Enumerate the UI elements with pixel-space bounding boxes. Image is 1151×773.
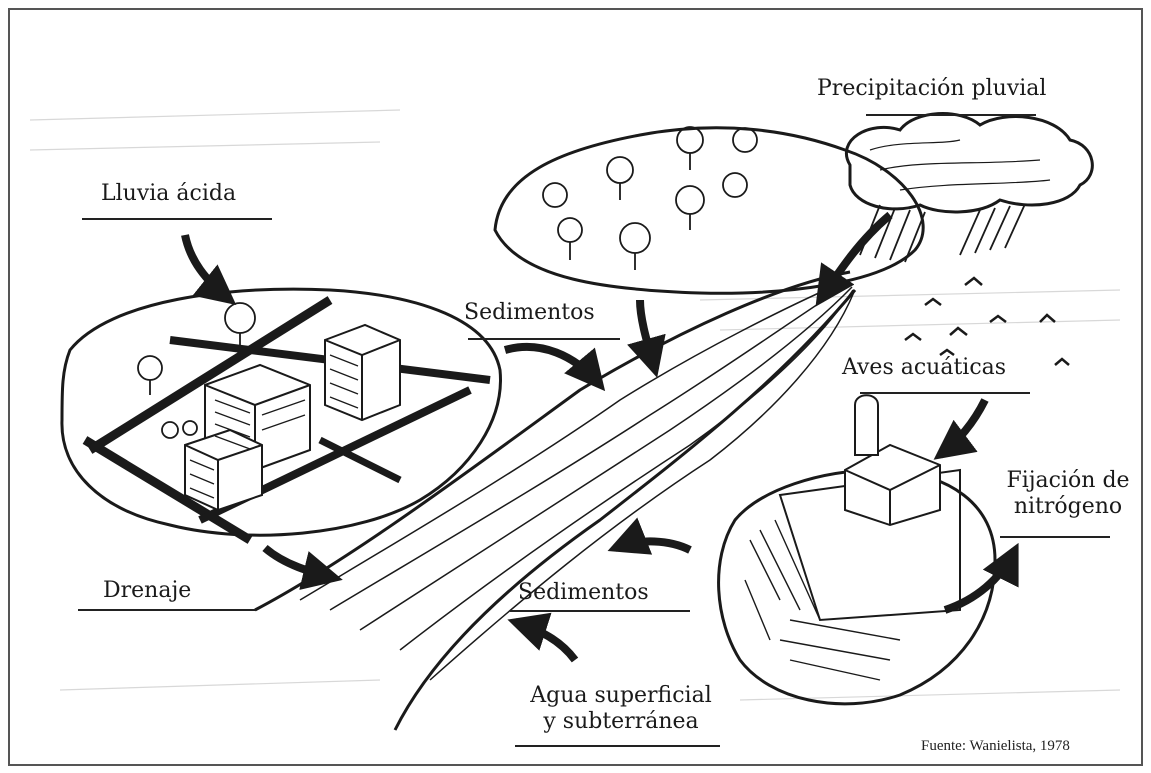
- arrow-groundwater: [515, 622, 575, 660]
- label-nitrogen-line1: Fijación de: [993, 468, 1143, 494]
- label-nitrogen-line2: nitrógeno: [993, 494, 1143, 520]
- underline-nitrogen: [1000, 536, 1110, 538]
- underline-drainage: [78, 609, 256, 611]
- orchard-field: [495, 127, 923, 293]
- underline-acid-rain: [82, 218, 272, 220]
- arrow-birds: [940, 400, 985, 455]
- arrow-rainfall: [820, 215, 890, 300]
- label-rainfall: Precipitación pluvial: [817, 76, 1046, 102]
- city-island: [62, 289, 501, 540]
- label-sediments-top: Sedimentos: [464, 300, 595, 326]
- label-nitrogen-fixation: Fijación de nitrógeno: [993, 468, 1143, 520]
- label-water-line1: Agua superficial: [506, 683, 736, 709]
- arrow-sediments-top: [640, 300, 655, 370]
- label-drainage: Drenaje: [103, 578, 191, 604]
- underline-waterbirds: [860, 392, 1030, 394]
- underline-sediments-bottom: [510, 610, 690, 612]
- arrow-drainage: [265, 548, 335, 578]
- arrow-acid-rain: [185, 235, 230, 300]
- label-acid-rain: Lluvia ácida: [101, 181, 236, 207]
- underline-rainfall: [866, 114, 1036, 116]
- arrow-nitrogen: [945, 550, 1015, 610]
- frame: [9, 9, 1142, 765]
- underline-sediments-top: [468, 338, 620, 340]
- label-water-line2: y subterránea: [506, 709, 736, 735]
- label-surface-groundwater: Agua superficial y subterránea: [506, 683, 736, 735]
- label-waterbirds: Aves acuáticas: [842, 355, 1006, 381]
- rain-cloud: [846, 114, 1092, 262]
- label-sediments-bottom: Sedimentos: [518, 580, 649, 606]
- arrow-sediments-bottom: [615, 541, 690, 550]
- arrow-sediments-river: [505, 347, 600, 385]
- source-credit: Fuente: Wanielista, 1978: [921, 738, 1070, 755]
- underline-water: [515, 745, 720, 747]
